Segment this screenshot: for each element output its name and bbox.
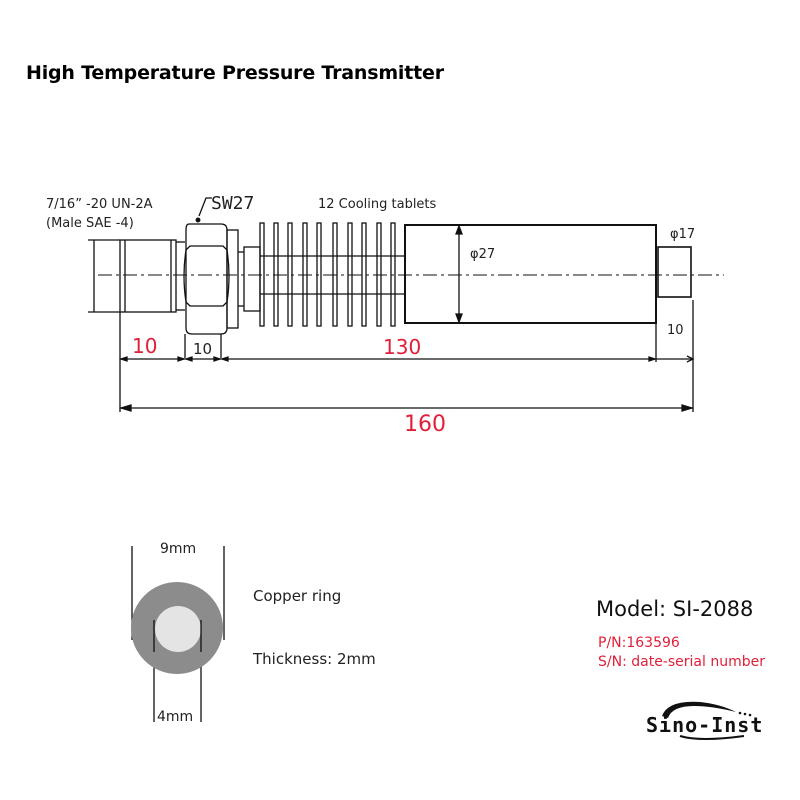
serial-number: S/N: date-serial number bbox=[598, 654, 765, 670]
brand-logo: Sino-Inst bbox=[646, 713, 764, 737]
ring-thickness-label: Thickness: 2mm bbox=[253, 650, 376, 668]
thread-standard-label: (Male SAE -4) bbox=[46, 216, 134, 231]
part-number: P/N:163596 bbox=[598, 635, 680, 651]
cooling-fins-label: 12 Cooling tablets bbox=[318, 197, 437, 212]
tail-length-dimension: 10 bbox=[667, 323, 684, 338]
tail-diameter-label: φ17 bbox=[670, 227, 696, 242]
model-number: Model: SI-2088 bbox=[596, 597, 754, 621]
ring-inner-diameter: 4mm bbox=[157, 709, 194, 725]
hex-size-label: SW27 bbox=[211, 193, 255, 214]
thread-length-dimension: 10 bbox=[132, 334, 158, 358]
body-diameter-label: φ27 bbox=[470, 247, 496, 262]
hex-length-dimension: 10 bbox=[193, 340, 213, 358]
copper-ring-label: Copper ring bbox=[253, 587, 342, 605]
thread-spec-label: 7/16” -20 UN-2A bbox=[46, 197, 153, 212]
ring-outer-diameter: 9mm bbox=[160, 541, 197, 557]
total-length-dimension: 160 bbox=[404, 412, 446, 437]
copper-ring-hole bbox=[155, 606, 201, 652]
body-length-dimension: 130 bbox=[383, 335, 422, 359]
page-title: High Temperature Pressure Transmitter bbox=[26, 62, 444, 84]
